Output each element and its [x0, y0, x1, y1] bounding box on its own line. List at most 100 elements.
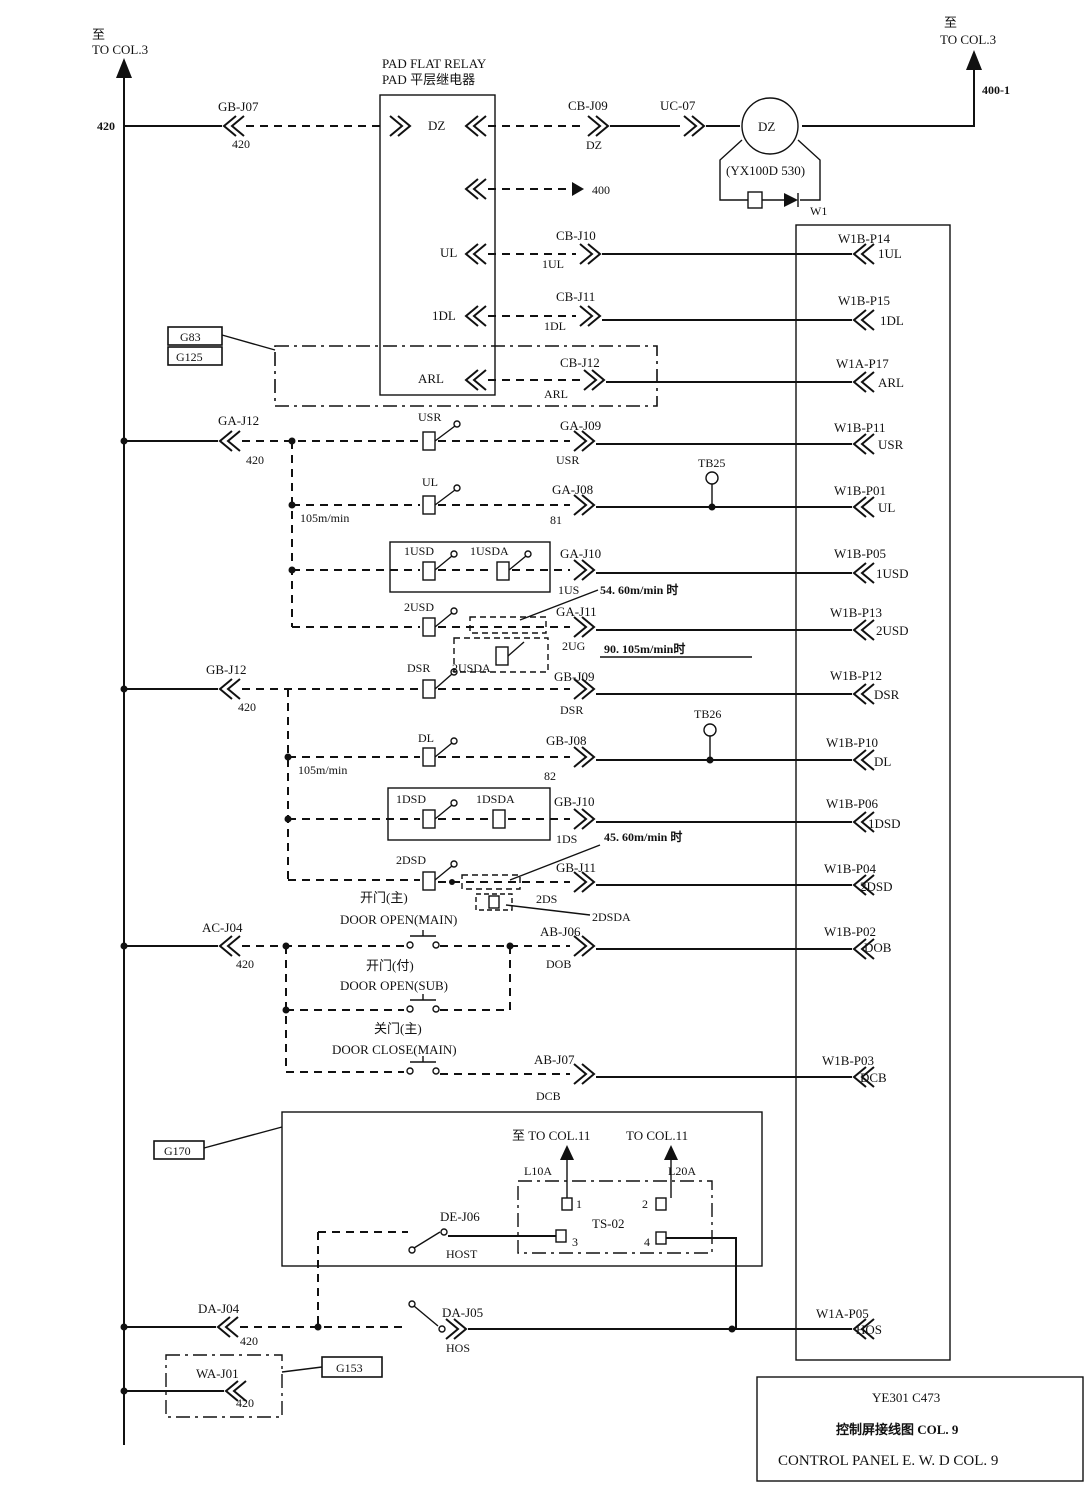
wire-dz: DZ [586, 138, 602, 152]
ts-l20a: L20A [668, 1164, 696, 1178]
button-open-sub-en: DOOR OPEN(SUB) [340, 978, 448, 993]
wa-j01: WA-J01 420 G153 [120, 1354, 383, 1418]
relay-title-en: PAD FLAT RELAY [382, 56, 487, 71]
terminal-tb25: TB25 [698, 456, 725, 470]
group-g83-g125: G83 G125 [167, 326, 276, 366]
ts-pin-2: 2 [642, 1197, 648, 1211]
connector-w1a-p17: W1A-P17 [836, 356, 889, 371]
wire-420-ac-j04: 420 [236, 957, 254, 971]
row-400 [464, 178, 584, 200]
contact-1dsda: 1DSDA [476, 792, 515, 806]
row-usr: GA-J12 420 USR GA-J09 USR W1B-P11 USR [120, 410, 904, 467]
row-door-close-main: 关门(主) DOOR CLOSE(MAIN) AB-J07 DCB W1B-P0… [286, 1021, 887, 1103]
wire-right-2usd: 2USD [876, 623, 909, 638]
ts-dest-2: TO COL.11 [626, 1128, 688, 1143]
contact-dl: DL [418, 731, 434, 745]
group-g153: G153 [336, 1361, 363, 1375]
connector-w1b-p06: W1B-P06 [826, 796, 879, 811]
ts-pin-3: 3 [572, 1235, 578, 1249]
ts-dest-1: 至 TO COL.11 [512, 1128, 590, 1143]
group-g83: G83 [180, 330, 201, 344]
connector-ab-j07: AB-J07 [534, 1052, 575, 1067]
connector-w1b-p14: W1B-P14 [838, 231, 891, 246]
motor-dz: DZ (YX100D 530) W1 [719, 97, 827, 218]
connector-w1a-p05: W1A-P05 [816, 1306, 869, 1321]
connector-cb-j12: CB-J12 [560, 355, 600, 370]
wire-right-dsr: DSR [874, 687, 900, 702]
note-90105: 90. 105m/min时 [604, 641, 685, 656]
row-arl: CB-J12 ARL W1A-P17 ARL [274, 345, 904, 407]
row-hos: DA-J04 420 DA-J05 HOS W1A-P05 HOS [120, 1232, 882, 1355]
connector-gb-j10: GB-J10 [554, 794, 594, 809]
ts-pin-4: 4 [644, 1235, 650, 1249]
wire-dsr: DSR [560, 703, 583, 717]
wire-1us: 1US [558, 583, 579, 597]
wire-2ug: 2UG [562, 639, 586, 653]
connector-w1b-p01: W1B-P01 [834, 483, 886, 498]
button-open-sub-cn: 开门(付) [366, 958, 414, 973]
contact-2dsd: 2DSD [396, 853, 426, 867]
motor-model: (YX100D 530) [726, 163, 805, 178]
right-lead-destination: TO COL.3 [940, 32, 996, 47]
connector-w1b-p04: W1B-P04 [824, 861, 877, 876]
row-2usd: 2USD 2USDA GA-J11 2UG 90. 105m/min时 W1B-… [292, 589, 909, 675]
connector-ga-j11: GA-J11 [556, 604, 597, 619]
wire-82: 82 [544, 769, 556, 783]
row-dz: GB-J07 420 CB-J09 DZ UC-07 [124, 98, 740, 152]
row-1dsd: 1DSD 1DSDA GB-J10 1DS 45. 60m/min 时 W1B-… [284, 787, 901, 846]
wire-420-da-j04: 420 [240, 1334, 258, 1348]
contact-1dsd: 1DSD [396, 792, 426, 806]
row-door-open-sub: 开门(付) DOOR OPEN(SUB) [282, 946, 511, 1072]
row-1dl: CB-J11 1DL W1B-P15 1DL [464, 289, 904, 333]
contact-usr: USR [418, 410, 441, 424]
button-open-main-en: DOOR OPEN(MAIN) [340, 912, 457, 927]
wire-host: HOST [446, 1247, 478, 1261]
contact-1usd: 1USD [404, 544, 434, 558]
contact-2dsda: 2DSDA [592, 910, 631, 924]
connector-w1b-p02: W1B-P02 [824, 924, 876, 939]
ts-name: TS-02 [592, 1216, 625, 1231]
wire-right-1ul: 1UL [878, 246, 902, 261]
title-code: YE301 C473 [872, 1390, 940, 1405]
connector-w1b-p15: W1B-P15 [838, 293, 890, 308]
button-close-main-en: DOOR CLOSE(MAIN) [332, 1042, 457, 1057]
connector-w1b-p11: W1B-P11 [834, 420, 886, 435]
connector-gb-j12: GB-J12 [206, 662, 246, 677]
connector-w1b-p13: W1B-P13 [830, 605, 882, 620]
connector-ga-j12: GA-J12 [218, 413, 259, 428]
wire-dob: DOB [546, 957, 571, 971]
wire-hos: HOS [446, 1341, 470, 1355]
row-1usd: 1USD 1USDA GA-J10 1US 54. 60m/min 时 W1B-… [288, 541, 909, 597]
row-ul: CB-J10 1UL W1B-P14 1UL [464, 228, 902, 271]
title-en: CONTROL PANEL E. W. D COL. 9 [778, 1453, 998, 1469]
connector-gb-j11: GB-J11 [556, 860, 596, 875]
button-open-main-cn: 开门(主) [360, 890, 408, 905]
connector-cb-j11: CB-J11 [556, 289, 595, 304]
contact-2usd: 2USD [404, 600, 434, 614]
note-5460: 54. 60m/min 时 [600, 582, 678, 597]
relay-pin-1dl: 1DL [432, 308, 456, 323]
ts-pin-1: 1 [576, 1197, 582, 1211]
relay-pin-arl: ARL [418, 371, 444, 386]
wire-420-wa-j01: 420 [236, 1396, 254, 1410]
terminal-tb26: TB26 [694, 707, 721, 721]
connector-ab-j06: AB-J06 [540, 924, 581, 939]
connector-w1b-p03: W1B-P03 [822, 1053, 874, 1068]
row-dsr: GB-J12 420 DSR GB-J09 DSR W1B-P12 DSR [120, 661, 900, 717]
title-cn: 控制屏接线图 COL. 9 [836, 1422, 959, 1437]
wire-right-usr: USR [878, 437, 904, 452]
row-ul-contact: 105m/min UL GA-J08 81 TB25 W1B-P01 UL [288, 456, 895, 527]
connector-ac-j04: AC-J04 [202, 920, 243, 935]
row-dl: 105m/min DL GB-J08 82 TB26 W1B-P10 DL [284, 707, 891, 783]
relay-wire-400: 400 [592, 183, 610, 197]
left-bus-wire: 420 [97, 119, 115, 133]
wire-usr: USR [556, 453, 579, 467]
connector-ga-j09: GA-J09 [560, 418, 601, 433]
connector-gb-j07: GB-J07 [218, 99, 259, 114]
right-lead: 至 TO COL.3 400-1 [802, 15, 1010, 127]
group-g170: G170 [164, 1144, 191, 1158]
left-bus-cn-label: 至 [92, 27, 105, 42]
wire-right-dcb: DCB [860, 1070, 887, 1085]
connector-cb-j09: CB-J09 [568, 98, 608, 113]
right-lead-cn-label: 至 [944, 15, 957, 30]
